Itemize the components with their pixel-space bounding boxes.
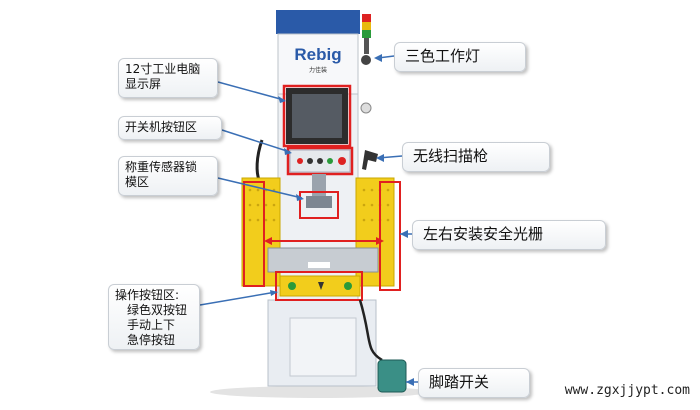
foot-switch: [377, 359, 407, 393]
tri-light-pole: [364, 38, 369, 54]
brand-subtitle: 力佳装: [309, 66, 327, 74]
monitor-highlight-box: [282, 84, 352, 148]
callout-operation-line3: 手动上下: [127, 318, 176, 332]
panel-button-4: [327, 158, 333, 164]
callout-arrowheads: [270, 54, 414, 386]
load-cell-highlight-box: [299, 191, 339, 219]
panel-button-1: [297, 158, 303, 164]
left-curtain-highlight: [243, 181, 265, 287]
watermark-url: www.zgxjjypt.com: [564, 383, 690, 398]
work-table: [267, 247, 379, 273]
callout-operation-line4: 急停按钮: [127, 333, 176, 347]
callout-foot-switch-label: 脚踏开关: [429, 373, 490, 391]
callout-operation: 操作按钮区: 绿色双按钮 手动上下 急停按钮: [108, 284, 200, 350]
tri-light-green: [362, 30, 371, 38]
callout-light-curtain: 左右安装安全光栅: [412, 220, 606, 250]
operation-panel-highlight-box: [275, 271, 363, 301]
tri-light-yellow: [362, 22, 371, 30]
green-button-right: [344, 282, 352, 290]
callout-load-cell-line1: 称重传感器锁: [125, 160, 198, 174]
panel-button-5: [338, 157, 346, 165]
callout-tri-light: 三色工作灯: [394, 42, 526, 72]
callout-tri-light-label: 三色工作灯: [405, 47, 481, 65]
callout-power-buttons-line1: 开关机按钮区: [125, 120, 198, 134]
callout-computer: 12寸工业电脑 显示屏: [118, 58, 218, 98]
monitor-screen: [292, 94, 342, 138]
callout-computer-line1: 12寸工业电脑: [125, 62, 201, 76]
right-curtain-highlight: [379, 181, 401, 291]
base-cabinet-door: [289, 317, 357, 377]
machine-top-cap: [276, 10, 360, 34]
arrow-head-left: [264, 237, 272, 245]
warning-sign: [318, 282, 324, 290]
panel-button-3: [317, 158, 323, 164]
green-button-left: [288, 282, 296, 290]
callout-light-curtain-label: 左右安装安全光栅: [423, 225, 544, 243]
pressure-gauge: [360, 102, 372, 114]
scanner-gun: [362, 150, 378, 170]
brand-logo: Rebig: [294, 45, 341, 64]
table-label: [308, 262, 330, 268]
arrow-head-right: [376, 237, 384, 245]
floor-shadow: [210, 386, 430, 398]
callout-operation-line2: 绿色双按钮: [127, 303, 188, 317]
callout-power-buttons: 开关机按钮区: [118, 116, 222, 140]
callout-scanner-label: 无线扫描枪: [413, 147, 489, 165]
callout-foot-switch: 脚踏开关: [418, 368, 530, 398]
tri-light-mount: [361, 55, 371, 65]
callout-operation-line1: 操作按钮区:: [115, 288, 180, 302]
machine-head: [277, 33, 359, 95]
callout-load-cell-line2: 模区: [125, 175, 150, 189]
load-cell: [306, 196, 332, 208]
callout-computer-line2: 显示屏: [125, 77, 162, 91]
tri-light-red: [362, 14, 371, 22]
press-ram: [312, 174, 326, 198]
panel-button-2: [307, 158, 313, 164]
callout-scanner: 无线扫描枪: [402, 142, 550, 172]
foot-switch-cable: [358, 299, 383, 362]
callout-load-cell: 称重传感器锁 模区: [118, 156, 218, 196]
